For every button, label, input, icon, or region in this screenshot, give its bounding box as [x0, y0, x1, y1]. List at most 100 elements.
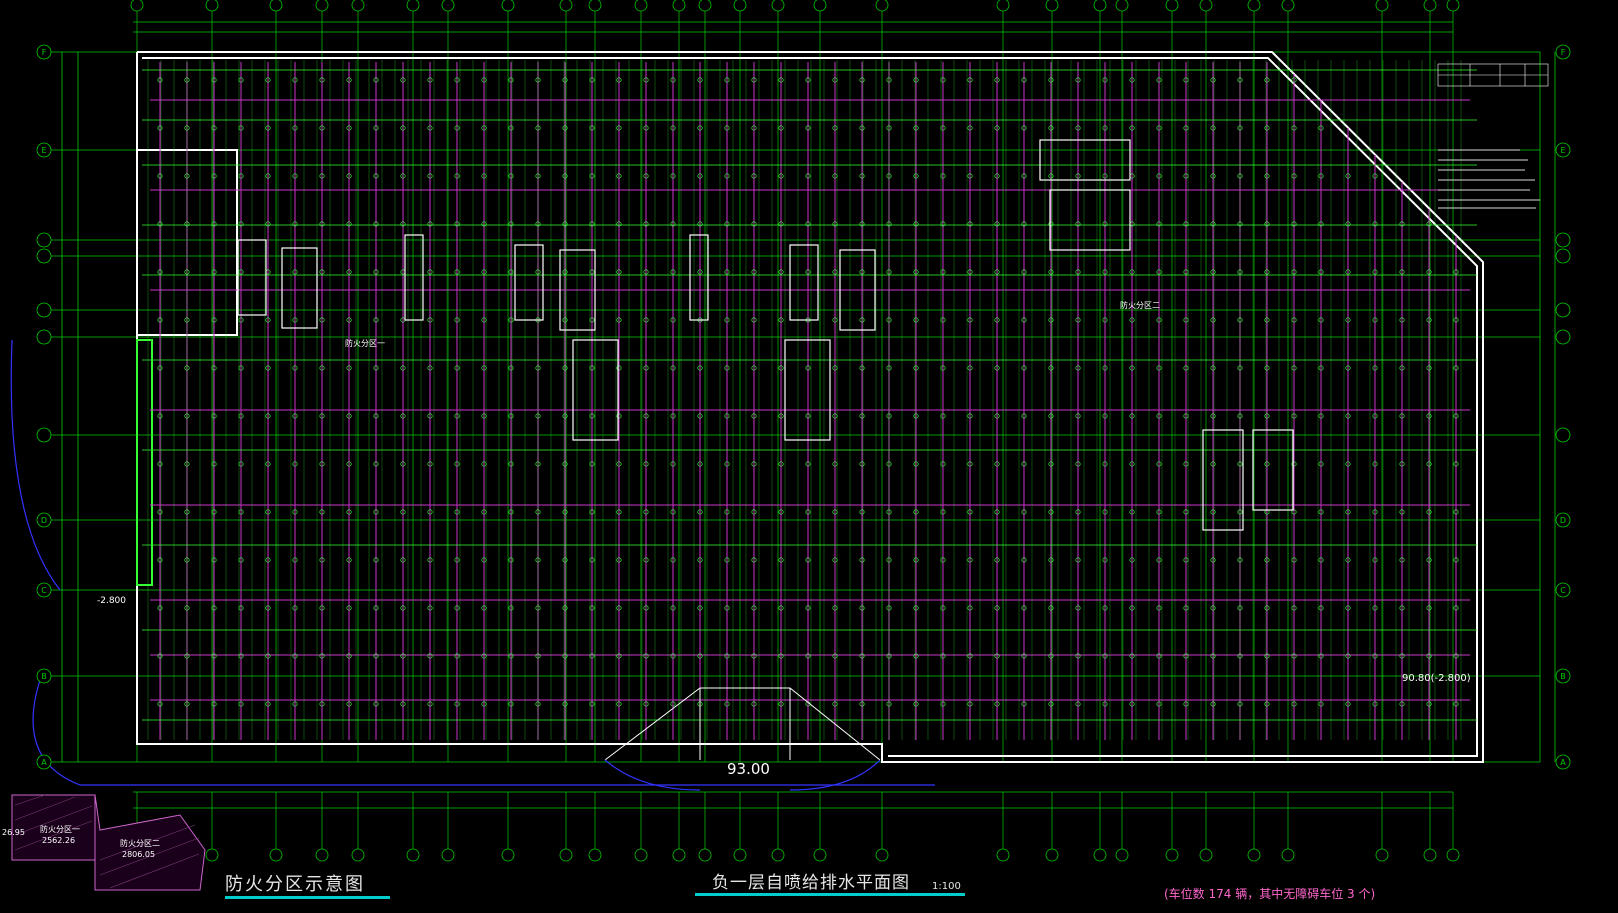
- sprinkler-head: [1048, 173, 1054, 179]
- sprinkler-head: [292, 269, 298, 275]
- sprinkler-head: [1237, 653, 1243, 659]
- sprinkler-head: [1129, 317, 1135, 323]
- sprinkler-head: [1102, 605, 1108, 611]
- sprinkler-head: [1156, 653, 1162, 659]
- sprinkler-head: [589, 173, 595, 179]
- sprinkler-head: [238, 557, 244, 563]
- row-axis-bubble: [1555, 142, 1571, 158]
- sprinkler-head: [589, 413, 595, 419]
- sprinkler-head: [724, 317, 730, 323]
- sprinkler-head: [265, 125, 271, 131]
- sprinkler-head: [832, 269, 838, 275]
- sprinkler-head: [697, 509, 703, 515]
- sprinkler-head: [670, 413, 676, 419]
- row-axis-bubble: [1555, 512, 1571, 528]
- sprinkler-head: [238, 413, 244, 419]
- sprinkler-head: [643, 125, 649, 131]
- sprinkler-head: [1102, 461, 1108, 467]
- column-axis-bubble: [672, 848, 686, 862]
- sprinkler-head: [994, 605, 1000, 611]
- sprinkler-head: [778, 509, 784, 515]
- sprinkler-head: [1264, 701, 1270, 707]
- sprinkler-head: [1075, 557, 1081, 563]
- sprinkler-head: [454, 365, 460, 371]
- sprinkler-head: [535, 413, 541, 419]
- sprinkler-head: [1183, 365, 1189, 371]
- sprinkler-head: [535, 77, 541, 83]
- row-axis-label: A: [41, 758, 47, 767]
- sprinkler-head: [1426, 461, 1432, 467]
- sprinkler-head: [1291, 269, 1297, 275]
- sprinkler-head: [1129, 269, 1135, 275]
- sprinkler-head: [1345, 317, 1351, 323]
- sprinkler-head: [1210, 269, 1216, 275]
- sprinkler-head: [1237, 605, 1243, 611]
- sprinkler-head: [238, 365, 244, 371]
- sprinkler-head: [751, 221, 757, 227]
- column-axis-bubble: [771, 0, 785, 12]
- sprinkler-head: [751, 365, 757, 371]
- sprinkler-head: [1318, 509, 1324, 515]
- column-axis-bubble: [1375, 0, 1389, 12]
- sprinkler-head: [238, 509, 244, 515]
- sprinkler-head: [346, 557, 352, 563]
- sprinkler-head: [832, 605, 838, 611]
- sprinkler-head: [346, 509, 352, 515]
- sprinkler-head: [1210, 461, 1216, 467]
- floor-elevation-left: -2.800: [97, 596, 127, 606]
- row-axis-bubble: [1555, 329, 1571, 345]
- sprinkler-head: [1156, 317, 1162, 323]
- sprinkler-head: [184, 509, 190, 515]
- sprinkler-head: [1021, 557, 1027, 563]
- sprinkler-head: [805, 605, 811, 611]
- sprinkler-head: [778, 557, 784, 563]
- sprinkler-head: [508, 125, 514, 131]
- sprinkler-head: [481, 317, 487, 323]
- sprinkler-head: [1399, 269, 1405, 275]
- sprinkler-head: [481, 653, 487, 659]
- sprinkler-head: [1021, 221, 1027, 227]
- sprinkler-head: [832, 317, 838, 323]
- sprinkler-head: [670, 605, 676, 611]
- sprinkler-head: [184, 557, 190, 563]
- sprinkler-head: [670, 173, 676, 179]
- sprinkler-head: [1291, 173, 1297, 179]
- sprinkler-head: [1426, 269, 1432, 275]
- sprinkler-head: [1345, 605, 1351, 611]
- sprinkler-head: [1426, 221, 1432, 227]
- sprinkler-head: [1345, 509, 1351, 515]
- column-axis-bubble: [1446, 0, 1460, 12]
- column-axis-bubble: [406, 0, 420, 12]
- sprinkler-head: [1048, 653, 1054, 659]
- sprinkler-head: [454, 317, 460, 323]
- sprinkler-head: [508, 605, 514, 611]
- column-axis-bubble: [1446, 848, 1460, 862]
- column-axis-bubble: [351, 848, 365, 862]
- sprinkler-head: [940, 317, 946, 323]
- sprinkler-head: [832, 365, 838, 371]
- sprinkler-head: [508, 173, 514, 179]
- sprinkler-head: [1453, 653, 1459, 659]
- sprinkler-head: [1156, 269, 1162, 275]
- sprinkler-head: [481, 557, 487, 563]
- sprinkler-head: [1318, 221, 1324, 227]
- sprinkler-head: [562, 653, 568, 659]
- sprinkler-head: [427, 77, 433, 83]
- sprinkler-head: [589, 365, 595, 371]
- sprinkler-head: [211, 173, 217, 179]
- sprinkler-head: [805, 413, 811, 419]
- row-axis-label: F: [42, 48, 47, 57]
- row-axis-label: E: [1560, 146, 1565, 155]
- sprinkler-head: [1210, 365, 1216, 371]
- sprinkler-head: [1210, 509, 1216, 515]
- row-axis-label: D: [41, 516, 47, 525]
- row-axis-label: B: [41, 672, 47, 681]
- sprinkler-head: [184, 365, 190, 371]
- sprinkler-head: [886, 701, 892, 707]
- sprinkler-head: [670, 461, 676, 467]
- sprinkler-head: [1399, 509, 1405, 515]
- sprinkler-head: [292, 461, 298, 467]
- sprinkler-head: [913, 557, 919, 563]
- row-axis-label: A: [1560, 758, 1566, 767]
- sprinkler-head: [616, 509, 622, 515]
